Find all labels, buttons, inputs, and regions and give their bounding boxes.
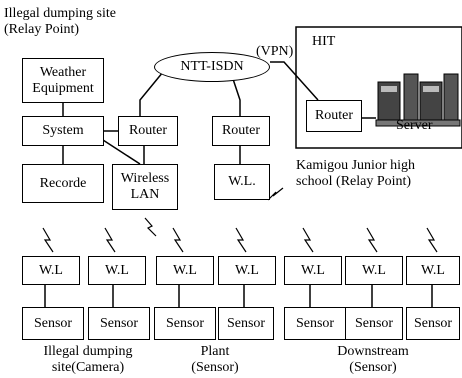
wireless-bolts <box>42 187 438 253</box>
sensor-2: Sensor <box>88 307 150 340</box>
wl-node-3: W.L <box>156 256 214 285</box>
server-icon <box>375 73 461 127</box>
wl-node-7: W.L <box>406 256 460 285</box>
kamigou-relay-label: Kamigou Junior high school (Relay Point) <box>296 158 415 189</box>
hit-region-border <box>295 26 462 149</box>
wl-node-4: W.L <box>218 256 276 285</box>
ntt-isdn-node: NTT-ISDN <box>154 52 270 82</box>
router-left-box: Router <box>118 116 178 146</box>
sensor-7: Sensor <box>406 307 460 340</box>
vpn-label: (VPN) <box>256 44 294 59</box>
camera-group-label: Illegal dumping site(Camera) <box>43 344 133 375</box>
link-isdn-router-left <box>139 71 164 116</box>
downstream-group-label: Downstream (Sensor) <box>337 344 409 375</box>
sensor-6: Sensor <box>345 307 403 340</box>
wl-top-box: W.L. <box>214 164 270 200</box>
wl-node-1: W.L <box>22 256 80 285</box>
router-right-box: Router <box>212 116 270 146</box>
wl-node-5: W.L <box>284 256 342 285</box>
wl-node-2: W.L <box>88 256 146 285</box>
sensor-4: Sensor <box>218 307 274 340</box>
illegal-dumping-relay-label: Illegal dumping site (Relay Point) <box>4 6 116 37</box>
hit-router-box: Router <box>306 100 362 132</box>
wireless-lan-box: Wireless LAN <box>112 164 178 210</box>
wl-sensor-links <box>44 285 433 307</box>
system-box: System <box>22 116 104 146</box>
plant-group-label: Plant (Sensor) <box>191 344 239 375</box>
weather-equipment-box: Weather Equipment <box>22 58 104 103</box>
link-system-wlan <box>102 139 141 165</box>
link-isdn-hit <box>270 61 319 101</box>
link-isdn-router-right <box>231 75 241 116</box>
sensor-1: Sensor <box>22 307 84 340</box>
sensor-3: Sensor <box>154 307 216 340</box>
sensor-5: Sensor <box>284 307 346 340</box>
hit-label: HIT <box>312 34 336 49</box>
recorder-box: Recorde <box>22 164 104 203</box>
wl-node-6: W.L <box>345 256 403 285</box>
server-label: Server <box>396 118 433 133</box>
